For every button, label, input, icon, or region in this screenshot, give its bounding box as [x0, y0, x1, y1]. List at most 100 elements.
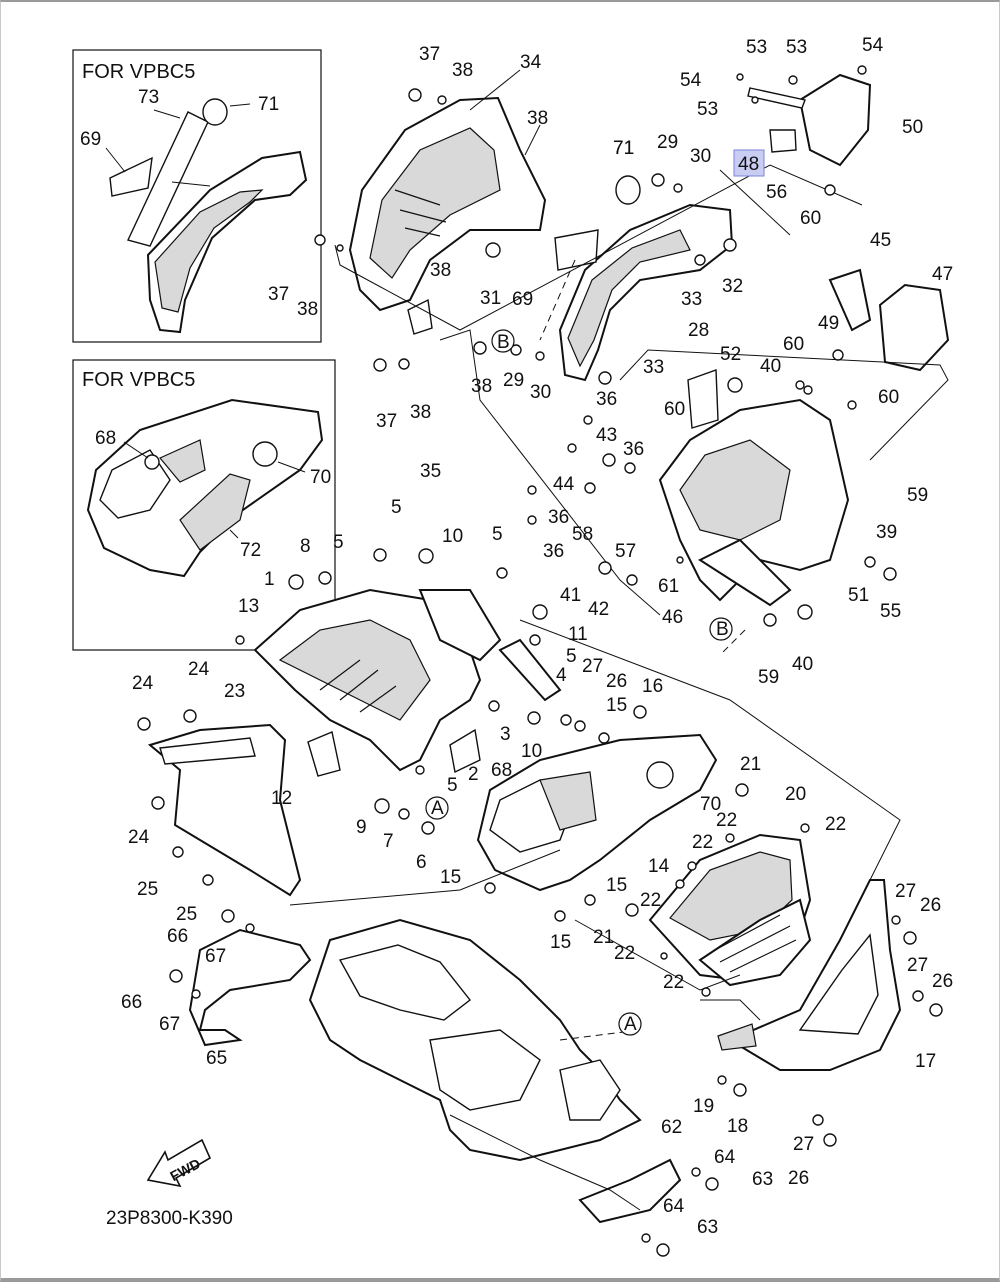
callout: 39 — [876, 522, 897, 543]
callout: 71 — [258, 94, 279, 115]
callout: 64 — [663, 1196, 685, 1217]
callout: 3 — [500, 724, 511, 745]
callout: 27 — [895, 881, 916, 902]
meter-assembly — [658, 268, 950, 607]
inner-panel-28 — [554, 169, 791, 382]
callout: 27 — [907, 955, 928, 976]
callout: 36 — [623, 439, 644, 460]
callout: 31 — [480, 288, 501, 309]
callout: 38 — [471, 376, 492, 397]
callout: 34 — [520, 52, 542, 73]
callout: 51 — [848, 585, 869, 606]
reference-markers — [425, 329, 733, 1036]
callout: A — [431, 798, 444, 819]
callout: 29 — [503, 370, 524, 391]
callout: 9 — [356, 817, 367, 838]
callout: 56 — [766, 182, 787, 203]
callout: 40 — [792, 654, 813, 675]
inset-title-top: FOR VPBC5 — [82, 61, 195, 83]
callout: 20 — [785, 784, 806, 805]
callout: 26 — [606, 671, 627, 692]
callout: 21 — [740, 754, 761, 775]
callout: 11 — [568, 624, 588, 645]
callout: 1 — [264, 569, 275, 590]
callout: 16 — [642, 676, 663, 697]
callout: 55 — [880, 601, 901, 622]
callout: 57 — [615, 541, 636, 562]
callout: B — [497, 332, 510, 353]
callout: 54 — [680, 70, 702, 91]
callout: 68 — [491, 760, 512, 781]
callout: 23 — [224, 681, 245, 702]
callout: 73 — [138, 87, 159, 108]
callout: 32 — [722, 276, 743, 297]
callout: 41 — [560, 585, 581, 606]
callout: 46 — [662, 607, 683, 628]
callout: 70 — [700, 794, 721, 815]
callout: 5 — [391, 497, 402, 518]
callout: 33 — [643, 357, 664, 378]
callout: 38 — [527, 108, 548, 129]
callout: 10 — [442, 526, 463, 547]
callout: 5 — [566, 646, 577, 667]
callout: 21 — [593, 927, 614, 948]
callout: 15 — [606, 695, 627, 716]
callout: 19 — [693, 1096, 714, 1117]
callout: 67 — [205, 946, 226, 967]
callout: 5 — [333, 532, 344, 553]
callout: 24 — [188, 659, 210, 680]
cowl-14 — [476, 733, 718, 892]
callout: 38 — [452, 60, 473, 81]
callout: 37 — [419, 44, 440, 65]
callout: 67 — [159, 1014, 180, 1035]
callout: 26 — [788, 1168, 809, 1189]
callout: 4 — [556, 665, 567, 686]
callout: 62 — [661, 1117, 682, 1138]
callout: 13 — [238, 596, 259, 617]
callout: 25 — [176, 904, 197, 925]
callout: 40 — [760, 356, 781, 377]
callout: 22 — [692, 832, 713, 853]
callout: A — [624, 1014, 637, 1035]
grille-20 — [648, 833, 812, 987]
highlighted-part-box — [733, 149, 765, 177]
inset-title-bottom: FOR VPBC5 — [82, 369, 195, 391]
callout: 5 — [447, 775, 458, 796]
callout: 38 — [410, 402, 431, 423]
callout: 53 — [697, 99, 718, 120]
callout: 50 — [902, 117, 923, 138]
inner-panel-1 — [253, 588, 562, 777]
leader-lines — [289, 69, 949, 1211]
callout: 71 — [613, 138, 634, 159]
callout: B — [716, 619, 729, 640]
callout: 70 — [310, 467, 331, 488]
callout: 12 — [271, 788, 292, 809]
bracket-50 — [747, 73, 872, 167]
callout: 30 — [690, 146, 711, 167]
callout: 66 — [167, 926, 188, 947]
callout: 60 — [878, 387, 899, 408]
callout: 36 — [596, 389, 617, 410]
callout: 15 — [606, 875, 627, 896]
callout: 29 — [657, 132, 678, 153]
fasteners — [137, 65, 943, 1257]
callout: 15 — [440, 867, 461, 888]
callout: 52 — [720, 344, 741, 365]
callout: 60 — [783, 334, 804, 355]
side-cover-23 — [147, 723, 302, 897]
callout: 22 — [825, 814, 846, 835]
callout: 18 — [727, 1116, 748, 1137]
callout: 24 — [128, 827, 150, 848]
callout: 72 — [240, 540, 261, 561]
callout: 68 — [95, 428, 116, 449]
callout: 5 — [492, 524, 503, 545]
callout: 17 — [915, 1051, 936, 1072]
callout: 54 — [862, 35, 884, 56]
callout: 38 — [297, 299, 318, 320]
callout: 10 — [521, 741, 542, 762]
callout: 37 — [268, 284, 289, 305]
callout: 36 — [548, 507, 569, 528]
callout: 63 — [752, 1169, 773, 1190]
